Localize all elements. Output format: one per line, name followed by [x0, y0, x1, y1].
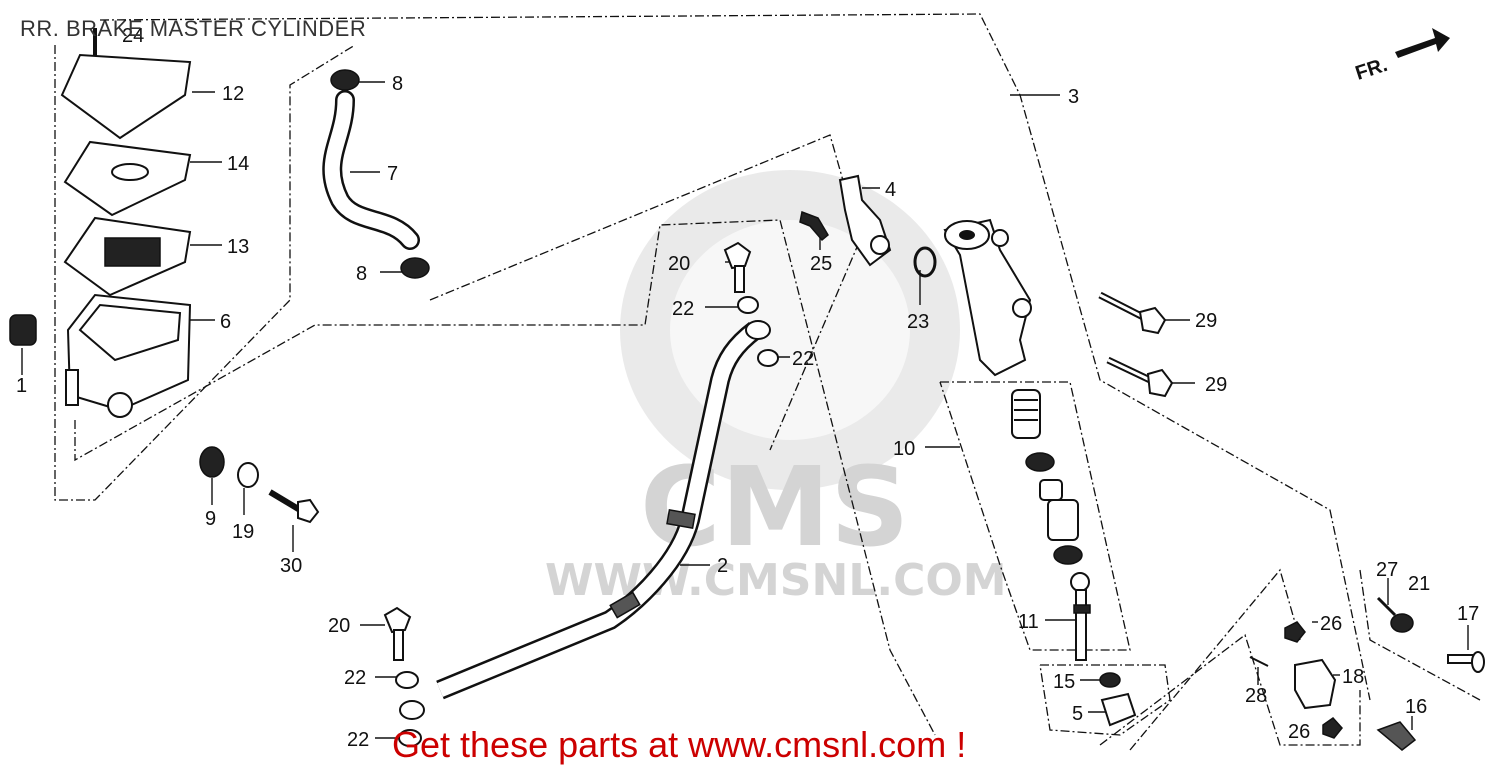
callout-29-lower: 29: [1205, 374, 1227, 396]
callout-13: 13: [227, 236, 249, 258]
bolt-20-upper: [723, 241, 752, 293]
callout-1: 1: [16, 375, 27, 397]
clip-16: [1376, 721, 1417, 751]
callout-24: 24: [122, 25, 144, 47]
clevis-joint-18: [1294, 658, 1337, 710]
callout-22-c: 22: [344, 667, 366, 689]
watermark: CMS WWW.CMSNL.COM: [545, 170, 1007, 606]
callout-27: 27: [1376, 559, 1398, 581]
callout-22-a: 22: [672, 298, 694, 320]
callout-23: 23: [907, 311, 929, 333]
clip-8-lower: [400, 257, 430, 279]
callout-5: 5: [1072, 703, 1083, 725]
callout-15: 15: [1053, 671, 1075, 693]
o-ring-23: [913, 246, 937, 278]
nut-26-upper: [1284, 621, 1306, 643]
callout-20-lower: 20: [328, 615, 350, 637]
callout-19: 19: [232, 521, 254, 543]
callout-26-upper: 26: [1320, 613, 1342, 635]
callout-4: 4: [885, 179, 896, 201]
bolt-20-lower: [383, 606, 412, 661]
callout-26-lower: 26: [1288, 721, 1310, 743]
callout-30: 30: [280, 555, 302, 577]
callout-22-d: 22: [347, 729, 369, 751]
boot-5: [1100, 692, 1137, 727]
callout-6: 6: [220, 311, 231, 333]
collar-19: [237, 462, 259, 488]
callout-20-upper: 20: [668, 253, 690, 275]
cotter-pin-28: [1249, 656, 1269, 667]
pin-17: [1447, 651, 1485, 673]
assembly-outlines: [54, 13, 1481, 751]
callout-18: 18: [1342, 666, 1364, 688]
brake-hose-2: [399, 320, 771, 720]
parts: [9, 28, 1485, 751]
callout-10: 10: [893, 438, 915, 460]
cotter-pin-27: [1376, 596, 1397, 617]
washer-22-a: [737, 296, 759, 314]
callout-16: 16: [1405, 696, 1427, 718]
push-rod-11: [1070, 572, 1091, 661]
washer-22-d: [398, 729, 422, 747]
piston-set-10: [1011, 389, 1083, 565]
callout-8-lower: 8: [356, 263, 367, 285]
callout-25: 25: [810, 253, 832, 275]
grommet-1: [9, 314, 37, 346]
washer-22-c: [395, 671, 419, 689]
callout-labels: 24 12 14 13 6 1 8 7 8 4 25 23 3 29 29 10…: [16, 25, 1479, 751]
front-direction-arrow: FR.: [1353, 28, 1450, 85]
callout-11: 11: [1018, 611, 1039, 633]
callout-22-b: 22: [792, 348, 814, 370]
nut-26-lower: [1322, 717, 1343, 739]
screw-25: [799, 210, 829, 242]
callout-17: 17: [1457, 603, 1479, 625]
bolt-29-upper: [1098, 291, 1167, 335]
callout-7: 7: [387, 163, 398, 185]
washer-22-b: [757, 349, 779, 367]
reservoir-cap-12: [60, 53, 192, 140]
watermark-url: WWW.CMSNL.COM: [545, 555, 1007, 606]
callout-28: 28: [1245, 685, 1267, 707]
callout-8-upper: 8: [392, 73, 403, 95]
bolt-29-lower: [1106, 356, 1174, 398]
callout-14: 14: [227, 153, 249, 175]
direction-label: FR.: [1353, 54, 1390, 85]
footer-promo-link[interactable]: Get these parts at www.cmsnl.com !: [392, 724, 967, 765]
callout-29-upper: 29: [1195, 310, 1217, 332]
nut-15: [1099, 672, 1121, 688]
washer-21: [1390, 613, 1414, 633]
callout-12: 12: [222, 83, 244, 105]
callout-3: 3: [1068, 86, 1079, 108]
callout-9: 9: [205, 508, 216, 530]
bushing-9: [199, 446, 225, 478]
bolt-30: [268, 489, 320, 524]
callout-2: 2: [717, 555, 728, 577]
callout-21: 21: [1408, 573, 1430, 595]
clip-8-upper: [330, 69, 360, 91]
diagram-title: RR. BRAKE MASTER CYLINDER: [20, 16, 367, 41]
